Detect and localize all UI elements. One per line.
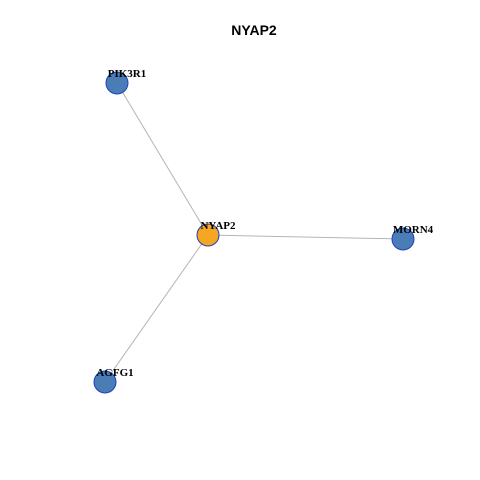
edge-nyap2-pik3r1 xyxy=(116,82,209,236)
node-circle-morn4 xyxy=(391,227,415,251)
edge-nyap2-morn4 xyxy=(207,234,404,240)
node-circle-pik3r1 xyxy=(105,71,129,95)
node-pik3r1: PIK3R1 xyxy=(105,68,147,95)
edge-nyap2-agfg1 xyxy=(104,234,209,383)
node-label-pik3r1: PIK3R1 xyxy=(108,68,147,80)
edges-layer xyxy=(104,82,404,383)
node-morn4: MORN4 xyxy=(391,224,434,251)
node-nyap2: NYAP2 xyxy=(196,220,236,247)
node-label-nyap2: NYAP2 xyxy=(200,220,236,232)
node-label-agfg1: AGFG1 xyxy=(96,367,133,379)
node-agfg1: AGFG1 xyxy=(93,367,134,394)
node-circle-agfg1 xyxy=(93,370,117,394)
node-circle-nyap2 xyxy=(196,223,220,247)
node-label-morn4: MORN4 xyxy=(393,224,434,236)
diagram-title: NYAP2 xyxy=(231,22,277,38)
